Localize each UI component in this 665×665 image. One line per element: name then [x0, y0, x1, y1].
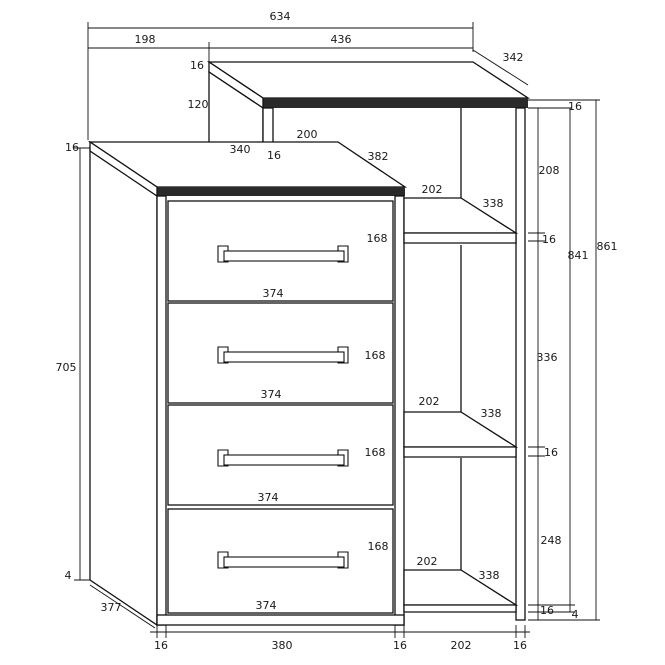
label-bottom-left-panel: 16 — [154, 639, 168, 652]
label-top-left-thk: 16 — [190, 59, 204, 72]
drawer-handle-1[interactable] — [217, 245, 349, 263]
label-total-width: 634 — [270, 10, 291, 23]
label-foot: 4 — [572, 608, 579, 621]
label-left-height: 705 — [56, 361, 77, 374]
label-shelf3-width: 202 — [417, 555, 438, 568]
upper-top-board — [206, 61, 531, 99]
label-top-depth: 342 — [503, 51, 524, 64]
label-gap-top: 208 — [539, 164, 560, 177]
label-shelf3-depth: 338 — [479, 569, 500, 582]
shelf-top-edge — [403, 232, 517, 244]
label-drawer1-height: 168 — [367, 232, 388, 245]
label-shelf1-depth: 338 — [483, 197, 504, 210]
label-top-width: 436 — [331, 33, 352, 46]
label-right-top-thk: 16 — [568, 100, 582, 113]
label-riser-thk: 16 — [267, 149, 281, 162]
label-shelf-thk-bottom: 16 — [540, 604, 554, 617]
label-shelf1-width: 202 — [422, 183, 443, 196]
carcass-left-panel — [156, 195, 167, 626]
label-bottom-carcass: 380 — [272, 639, 293, 652]
label-left-top-offset: 200 — [297, 128, 318, 141]
drawer-handle-3[interactable] — [217, 449, 349, 467]
label-drawer1-width: 374 — [263, 287, 284, 300]
upper-top-board-edge — [263, 98, 528, 108]
label-left-top-depth: 382 — [368, 150, 389, 163]
dimension-line-side-depth — [89, 584, 156, 629]
left-side-panel — [89, 146, 158, 627]
carcass-bottom — [156, 614, 405, 626]
label-shelf-thk-2: 16 — [544, 446, 558, 459]
label-bottom-open: 202 — [451, 639, 472, 652]
label-riser-depth: 340 — [230, 143, 251, 156]
lower-top-board-edge — [157, 187, 405, 196]
label-side-depth: 377 — [101, 601, 122, 614]
label-gap-low: 248 — [541, 534, 562, 547]
label-inner-height: 841 — [568, 249, 589, 262]
label-drawer2-width: 374 — [261, 388, 282, 401]
label-gap-mid: 336 — [537, 351, 558, 364]
label-shelf2-width: 202 — [419, 395, 440, 408]
label-drawer2-height: 168 — [365, 349, 386, 362]
drawer-handle-4[interactable] — [217, 551, 349, 569]
label-drawer4-height: 168 — [368, 540, 389, 553]
right-side-panel — [515, 107, 526, 621]
label-overall-height: 861 — [597, 240, 618, 253]
label-left-foot: 4 — [65, 569, 72, 582]
drawer-handle-2[interactable] — [217, 346, 349, 364]
shelf-middle-edge — [403, 446, 517, 458]
label-drawer3-height: 168 — [365, 446, 386, 459]
label-shelf-thk-1: 16 — [542, 233, 556, 246]
carcass-mid-panel — [394, 195, 405, 626]
shelf-bottom-edge — [403, 604, 517, 613]
label-bottom-right-panel: 16 — [513, 639, 527, 652]
label-bottom-mid-panel: 16 — [393, 639, 407, 652]
dimension-line-top-depth — [472, 49, 529, 86]
label-left-width: 198 — [135, 33, 156, 46]
label-left-top-thk: 16 — [65, 141, 79, 154]
label-drawer4-width: 374 — [256, 599, 277, 612]
label-drawer3-width: 374 — [258, 491, 279, 504]
label-riser-height: 120 — [188, 98, 209, 111]
label-shelf2-depth: 338 — [481, 407, 502, 420]
